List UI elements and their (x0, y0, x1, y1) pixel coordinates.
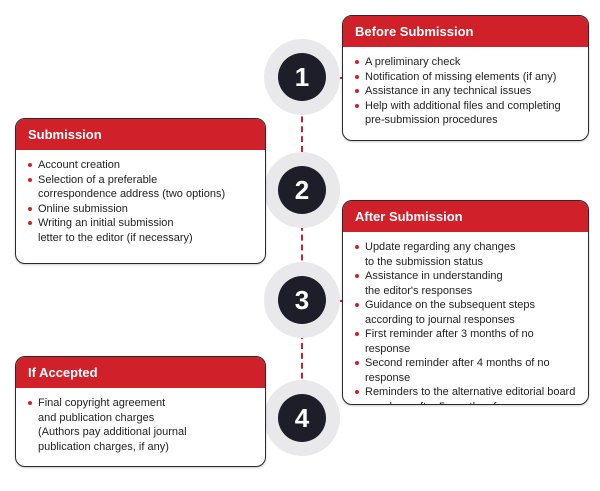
list-item: Writing an initial submission letter to t… (28, 216, 255, 245)
list-item-line: Selection of a preferable (38, 173, 158, 186)
step-4-marker: 4 (264, 380, 340, 456)
card-title: After Submission (343, 201, 588, 232)
list-item: Account creation (28, 158, 255, 173)
list-item-line: publication charges, if any) (38, 440, 169, 453)
step-3-marker: 3 (264, 262, 340, 338)
list-item-line: according to journal responses (365, 313, 515, 326)
list-item-line: Online submission (38, 202, 128, 215)
list-item-line: Guidance on the subsequent steps (365, 299, 536, 311)
list-item: Reminders to the alternative editorial b… (355, 385, 578, 405)
list-item-line: Assistance in any technical issues (365, 85, 532, 97)
list-item-line: to the submission status (365, 255, 484, 268)
list-item: Assistance in any technical issues (355, 84, 578, 99)
list-item-line: Help with additional files and completin… (365, 99, 561, 112)
step-2-marker: 2 (264, 152, 340, 228)
list-item-line: Account creation (38, 159, 120, 171)
list-item: Final copyright agreement and publication… (28, 396, 255, 454)
list-item-line: First reminder after 3 months of no resp… (365, 328, 534, 355)
step-number: 1 (278, 53, 326, 101)
list-item-line: letter to the editor (if necessary) (38, 231, 193, 244)
list-item: Online submission (28, 202, 255, 217)
list-item-line: A preliminary check (365, 56, 461, 68)
card-title: Before Submission (343, 16, 588, 47)
card-list: Final copyright agreement and publication… (16, 388, 265, 462)
list-item-line: Notification of missing elements (if any… (365, 70, 557, 83)
list-item: A preliminary check (355, 55, 578, 70)
list-item-line: Writing an initial submission (38, 217, 174, 229)
card-list: Update regarding any changes to the submi… (343, 232, 588, 405)
list-item-line: members after 5 months of no response (365, 400, 578, 405)
list-item: Second reminder after 4 months of no res… (355, 356, 578, 385)
list-item: Guidance on the subsequent steps accordin… (355, 298, 578, 327)
list-item: Notification of missing elements (if any… (355, 70, 578, 85)
list-item: Help with additional files and completin… (355, 99, 578, 128)
list-item-line: pre-submission procedures (365, 114, 498, 126)
list-item: First reminder after 3 months of no resp… (355, 327, 578, 356)
list-item-line: correspondence address (two options) (38, 188, 226, 200)
list-item-line: Update regarding any changes (365, 241, 516, 253)
step-number: 2 (278, 166, 326, 214)
list-item-line: and publication charges (38, 411, 155, 424)
card-title: Submission (16, 119, 265, 150)
list-item-line: Reminders to the alternative editorial b… (365, 386, 576, 398)
step-number: 3 (278, 276, 326, 324)
list-item-line: the editor's responses (365, 284, 473, 297)
list-item: Selection of a preferable correspondence … (28, 173, 255, 202)
card-title: If Accepted (16, 357, 265, 388)
timeline-connector (301, 77, 303, 418)
list-item: Update regarding any changes to the submi… (355, 240, 578, 269)
list-item-line: Final copyright agreement (38, 397, 166, 409)
step-1-marker: 1 (264, 39, 340, 115)
list-item-line: (Authors pay additional journal (38, 426, 187, 438)
step-number: 4 (278, 394, 326, 442)
list-item-line: Second reminder after 4 months of no res… (365, 357, 550, 384)
list-item: Assistance in understanding the editor's … (355, 269, 578, 298)
list-item-line: Assistance in understanding (365, 270, 503, 282)
